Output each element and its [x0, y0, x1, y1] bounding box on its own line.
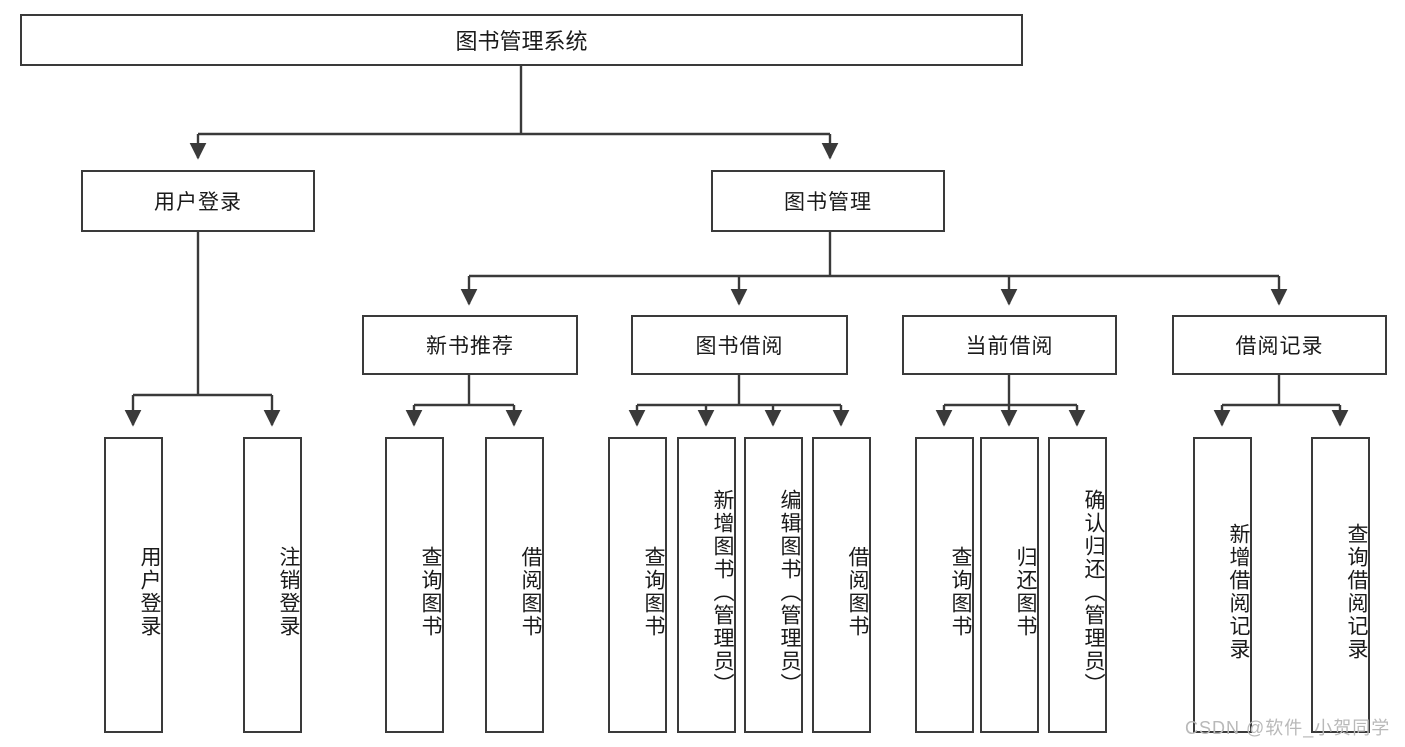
leaf-records-add-record[interactable]: 新增借阅记录 [1193, 437, 1252, 733]
node-label: 查询图书 [419, 546, 442, 638]
node-label: 当前借阅 [965, 335, 1054, 358]
leaf-logout-login[interactable]: 注销登录 [243, 437, 302, 733]
leaf-records-query-record[interactable]: 查询借阅记录 [1311, 437, 1370, 733]
node-current-borrow[interactable]: 当前借阅 [902, 315, 1117, 375]
csdn-watermark: CSDN @软件_小贺同学 [1185, 718, 1391, 738]
node-label: 用户登录 [138, 546, 161, 638]
leaf-current-return-book[interactable]: 归还图书 [980, 437, 1039, 733]
node-label: 新书推荐 [426, 335, 514, 358]
node-label: 图书管理 [784, 191, 872, 214]
leaf-borrow-edit-book-admin[interactable]: 编辑图书（管理员） [744, 437, 803, 733]
node-label: 归还图书 [1014, 546, 1037, 638]
node-label: 查询图书 [949, 546, 972, 638]
leaf-borrow-borrow-book[interactable]: 借阅图书 [812, 437, 871, 733]
leaf-recommend-borrow-book[interactable]: 借阅图书 [485, 437, 544, 733]
leaf-borrow-add-book-admin[interactable]: 新增图书（管理员） [677, 437, 736, 733]
node-label: 图书借阅 [695, 335, 784, 358]
node-label: 新增图书（管理员） [711, 488, 734, 696]
node-label: 用户登录 [154, 191, 242, 214]
node-label: 查询图书 [642, 546, 665, 638]
node-label: 新增借阅记录 [1227, 523, 1250, 661]
node-book-management[interactable]: 图书管理 [711, 170, 945, 232]
node-label: 借阅图书 [846, 546, 869, 638]
node-label: 借阅图书 [519, 546, 542, 638]
node-label: 确认归还（管理员） [1082, 488, 1105, 696]
leaf-recommend-query-book[interactable]: 查询图书 [385, 437, 444, 733]
leaf-current-confirm-return-admin[interactable]: 确认归还（管理员） [1048, 437, 1107, 733]
node-user-login[interactable]: 用户登录 [81, 170, 315, 232]
node-label: 编辑图书（管理员） [778, 488, 801, 696]
node-book-borrow[interactable]: 图书借阅 [631, 315, 848, 375]
node-label: 图书管理系统 [455, 29, 588, 54]
node-new-book-recommend[interactable]: 新书推荐 [362, 315, 578, 375]
node-label: 注销登录 [277, 546, 300, 638]
node-label: 查询借阅记录 [1345, 523, 1368, 661]
node-label: 借阅记录 [1235, 335, 1324, 358]
leaf-user-login[interactable]: 用户登录 [104, 437, 163, 733]
leaf-borrow-query-book[interactable]: 查询图书 [608, 437, 667, 733]
node-borrow-records[interactable]: 借阅记录 [1172, 315, 1387, 375]
leaf-current-query-book[interactable]: 查询图书 [915, 437, 974, 733]
node-root-book-management-system[interactable]: 图书管理系统 [20, 14, 1023, 66]
